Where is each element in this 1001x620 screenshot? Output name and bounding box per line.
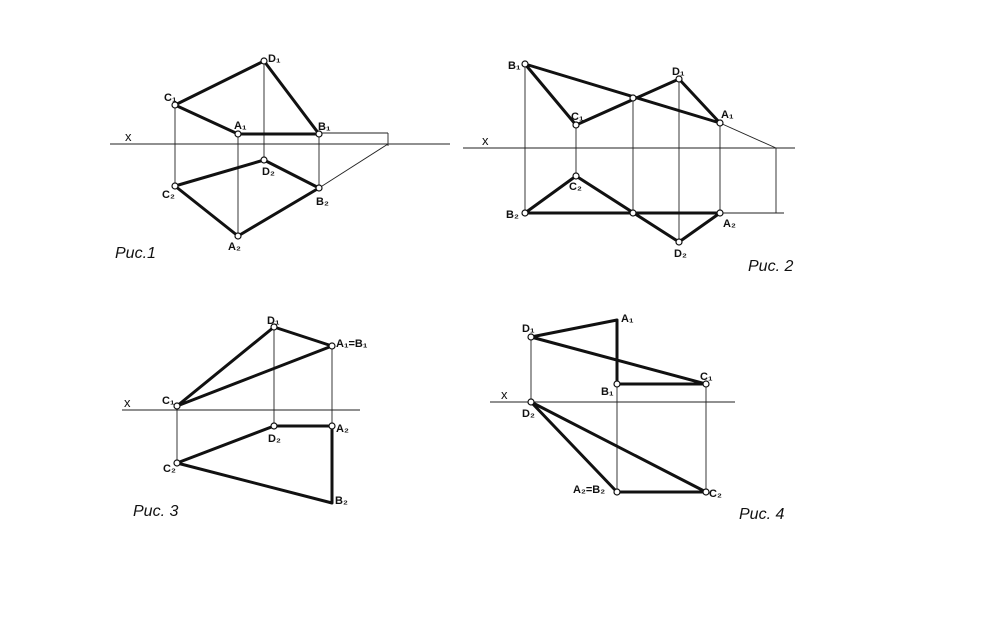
fig4-label-c1: C₁ [700,371,713,383]
fig2-point-mid2 [629,209,637,217]
fig1-frontal-projection [173,158,321,238]
fig3-label-b2: B₂ [335,495,348,507]
fig3-point-c2 [173,459,181,467]
fig4-point-c2 [702,488,710,496]
fig3-horizontal-projection [175,325,334,408]
fig2-label-b2: B₂ [506,209,519,221]
fig1-point-b2 [315,184,323,192]
fig2-point-d2 [675,238,683,246]
fig4-point-b1 [613,380,621,388]
fig4-frontal-projection [529,400,708,494]
figure-3: x D₁ A₁=B₁ C₁ A₂ D₂ C₂ B₂ Рис. 3 [122,315,368,520]
fig1-point-d2 [260,156,268,164]
fig2-point-c2 [572,172,580,180]
fig1-label-d1: D₁ [268,53,281,65]
fig4-point-a2b2 [613,488,621,496]
fig3-label-c2: C₂ [163,463,176,475]
fig1-label-b1: B₁ [318,121,331,133]
fig1-point-b1 [315,130,323,138]
fig4-point-d1 [527,333,535,341]
fig3-point-c1 [173,402,181,410]
fig2-point-mid1 [629,94,637,102]
fig3-x-label: x [124,395,131,410]
fig2-point-b1 [521,60,529,68]
fig1-label-a1: A₁ [234,120,247,132]
fig3-caption: Рис. 3 [133,503,178,520]
fig3-label-d1: D₁ [267,315,280,327]
fig1-x-label: x [125,129,132,144]
fig1-point-d1 [260,57,268,65]
fig4-caption: Рис. 4 [739,506,784,523]
fig2-horizontal-projection [523,62,722,127]
fig4-label-d1: D₁ [522,323,535,335]
fig1-label-c1: C₁ [164,92,177,104]
fig3-point-a2 [328,422,336,430]
fig3-label-a1b1: A₁=B₁ [336,338,368,350]
figure-1: x C₁ D₁ A₁ B₁ D₂ C₂ B₂ A₂ Рис.1 [110,53,450,262]
fig2-point-d1 [675,75,683,83]
fig4-x-label: x [501,387,508,402]
fig2-label-c1: C₁ [571,111,584,123]
fig2-x-label: x [482,133,489,148]
fig1-point-c2 [171,182,179,190]
fig1-label-c2: C₂ [162,189,175,201]
fig2-label-d1: D₁ [672,66,685,78]
fig2-label-c2: C₂ [569,181,582,193]
fig2-aux-extension [719,122,777,149]
fig3-label-d2: D₂ [268,433,281,445]
fig4-label-a1: A₁ [621,313,634,325]
fig4-label-b1: B₁ [601,386,614,398]
fig3-point-d2 [270,422,278,430]
fig4-horizontal-projection [529,318,708,386]
fig2-label-b1: B₁ [508,60,521,72]
fig3-label-c1: C₁ [162,395,175,407]
fig4-point-d2 [527,398,535,406]
fig3-frontal-projection [175,424,334,505]
fig1-point-c1 [171,101,179,109]
fig3-label-a2: A₂ [336,423,349,435]
fig2-label-a1: A₁ [721,109,734,121]
fig1-label-b2: B₂ [316,196,329,208]
fig2-caption: Рис. 2 [748,258,793,275]
fig1-point-a2 [234,232,242,240]
fig4-point-c1 [702,380,710,388]
fig4-label-a2b2: A₂=B₂ [573,484,605,496]
figure-2: x B₁ D₁ C₁ A₁ C₂ B₂ A₂ D₂ Рис. 2 [463,60,795,275]
fig3-point-d1 [270,323,278,331]
fig4-label-c2: C₂ [709,488,722,500]
fig3-point-a1b1 [328,342,336,350]
fig1-horizontal-projection [173,59,321,136]
fig2-point-c1 [572,121,580,129]
fig2-label-d2: D₂ [674,248,687,260]
fig4-label-d2: D₂ [522,408,535,420]
fig1-caption: Рис.1 [115,245,156,262]
fig1-point-a1 [234,130,242,138]
figure-4: x A₁ D₁ C₁ B₁ D₂ A₂=B₂ C₂ Рис. 4 [490,313,784,523]
fig1-aux-diagonal [318,143,389,189]
fig2-label-a2: A₂ [723,218,736,230]
fig2-frontal-projection [523,174,722,244]
fig1-label-a2: A₂ [228,241,241,253]
fig2-point-b2 [521,209,529,217]
fig2-point-a2 [716,209,724,217]
fig1-label-d2: D₂ [262,166,275,178]
fig2-point-a1 [716,119,724,127]
